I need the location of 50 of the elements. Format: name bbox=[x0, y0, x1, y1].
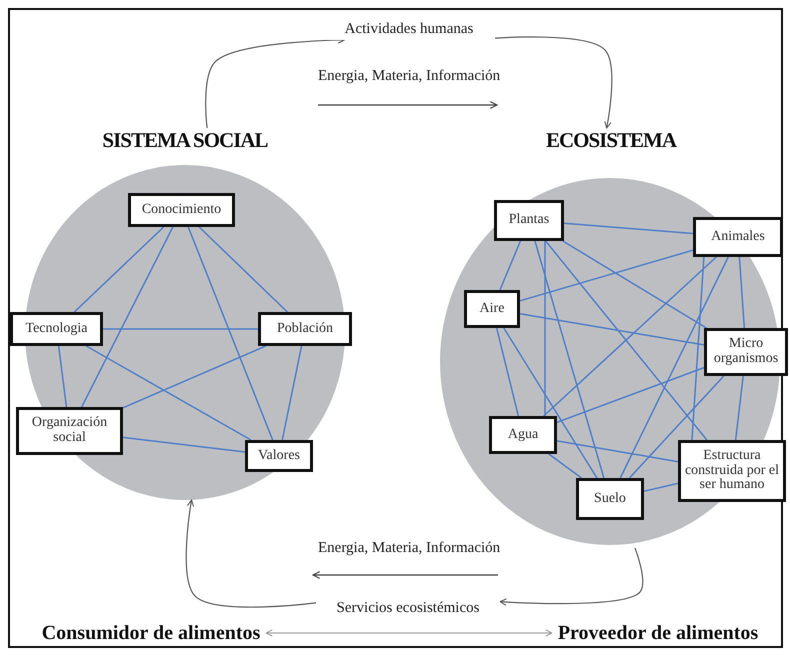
concept-box: Población bbox=[258, 312, 352, 346]
connector-line bbox=[556, 366, 704, 424]
concept-box: Valores bbox=[245, 440, 313, 472]
arrow bbox=[494, 36, 612, 128]
concept-box: Suelo bbox=[576, 478, 644, 520]
connector-line bbox=[122, 345, 266, 409]
connector-line bbox=[74, 226, 164, 313]
arrow bbox=[266, 629, 552, 637]
connector-line bbox=[548, 453, 582, 479]
concept-box: Estructura construida por el ser humano bbox=[678, 440, 786, 502]
connector-line bbox=[644, 482, 678, 492]
connector-line bbox=[496, 328, 520, 416]
connector-line bbox=[734, 376, 744, 440]
flow-label: Energia, Materia, Información bbox=[318, 540, 498, 557]
arrow bbox=[500, 548, 644, 606]
concept-box: Aire bbox=[464, 290, 520, 328]
connector-line bbox=[520, 313, 704, 346]
arrow bbox=[186, 500, 316, 608]
connector-line bbox=[503, 328, 598, 478]
connector-line bbox=[543, 256, 717, 417]
system-heading: SISTEMA SOCIAL bbox=[101, 128, 269, 153]
connector-line bbox=[103, 328, 258, 330]
concept-box: Animales bbox=[693, 217, 783, 257]
connector-line bbox=[86, 345, 252, 441]
connector-line bbox=[499, 240, 522, 290]
connector-line bbox=[534, 240, 605, 478]
connector-line bbox=[620, 256, 729, 478]
connector-line bbox=[122, 436, 246, 453]
connector-line bbox=[544, 241, 546, 416]
connector-line bbox=[188, 226, 274, 440]
connector-line bbox=[738, 256, 746, 328]
concept-box: Agua bbox=[489, 416, 557, 454]
concept-box: Organización social bbox=[16, 407, 123, 455]
concept-box: Tecnologia bbox=[10, 312, 103, 346]
concept-box: Plantas bbox=[494, 200, 564, 241]
connector-line bbox=[282, 346, 302, 440]
flow-label: Energia, Materia, Información bbox=[318, 68, 498, 85]
connector-line bbox=[545, 240, 708, 440]
connector-line bbox=[520, 249, 694, 302]
connector-line bbox=[628, 376, 724, 478]
system-heading: ECOSISTEMA bbox=[544, 128, 678, 153]
connector-line bbox=[556, 440, 678, 462]
connector-line bbox=[562, 240, 707, 329]
connector-line bbox=[691, 256, 705, 440]
concept-box: Micro organismos bbox=[704, 328, 788, 376]
concept-box: Conocimiento bbox=[128, 193, 235, 227]
connector-line bbox=[58, 346, 68, 408]
connector-line bbox=[564, 222, 694, 234]
connector-line bbox=[198, 226, 288, 313]
connector-line bbox=[81, 226, 174, 408]
